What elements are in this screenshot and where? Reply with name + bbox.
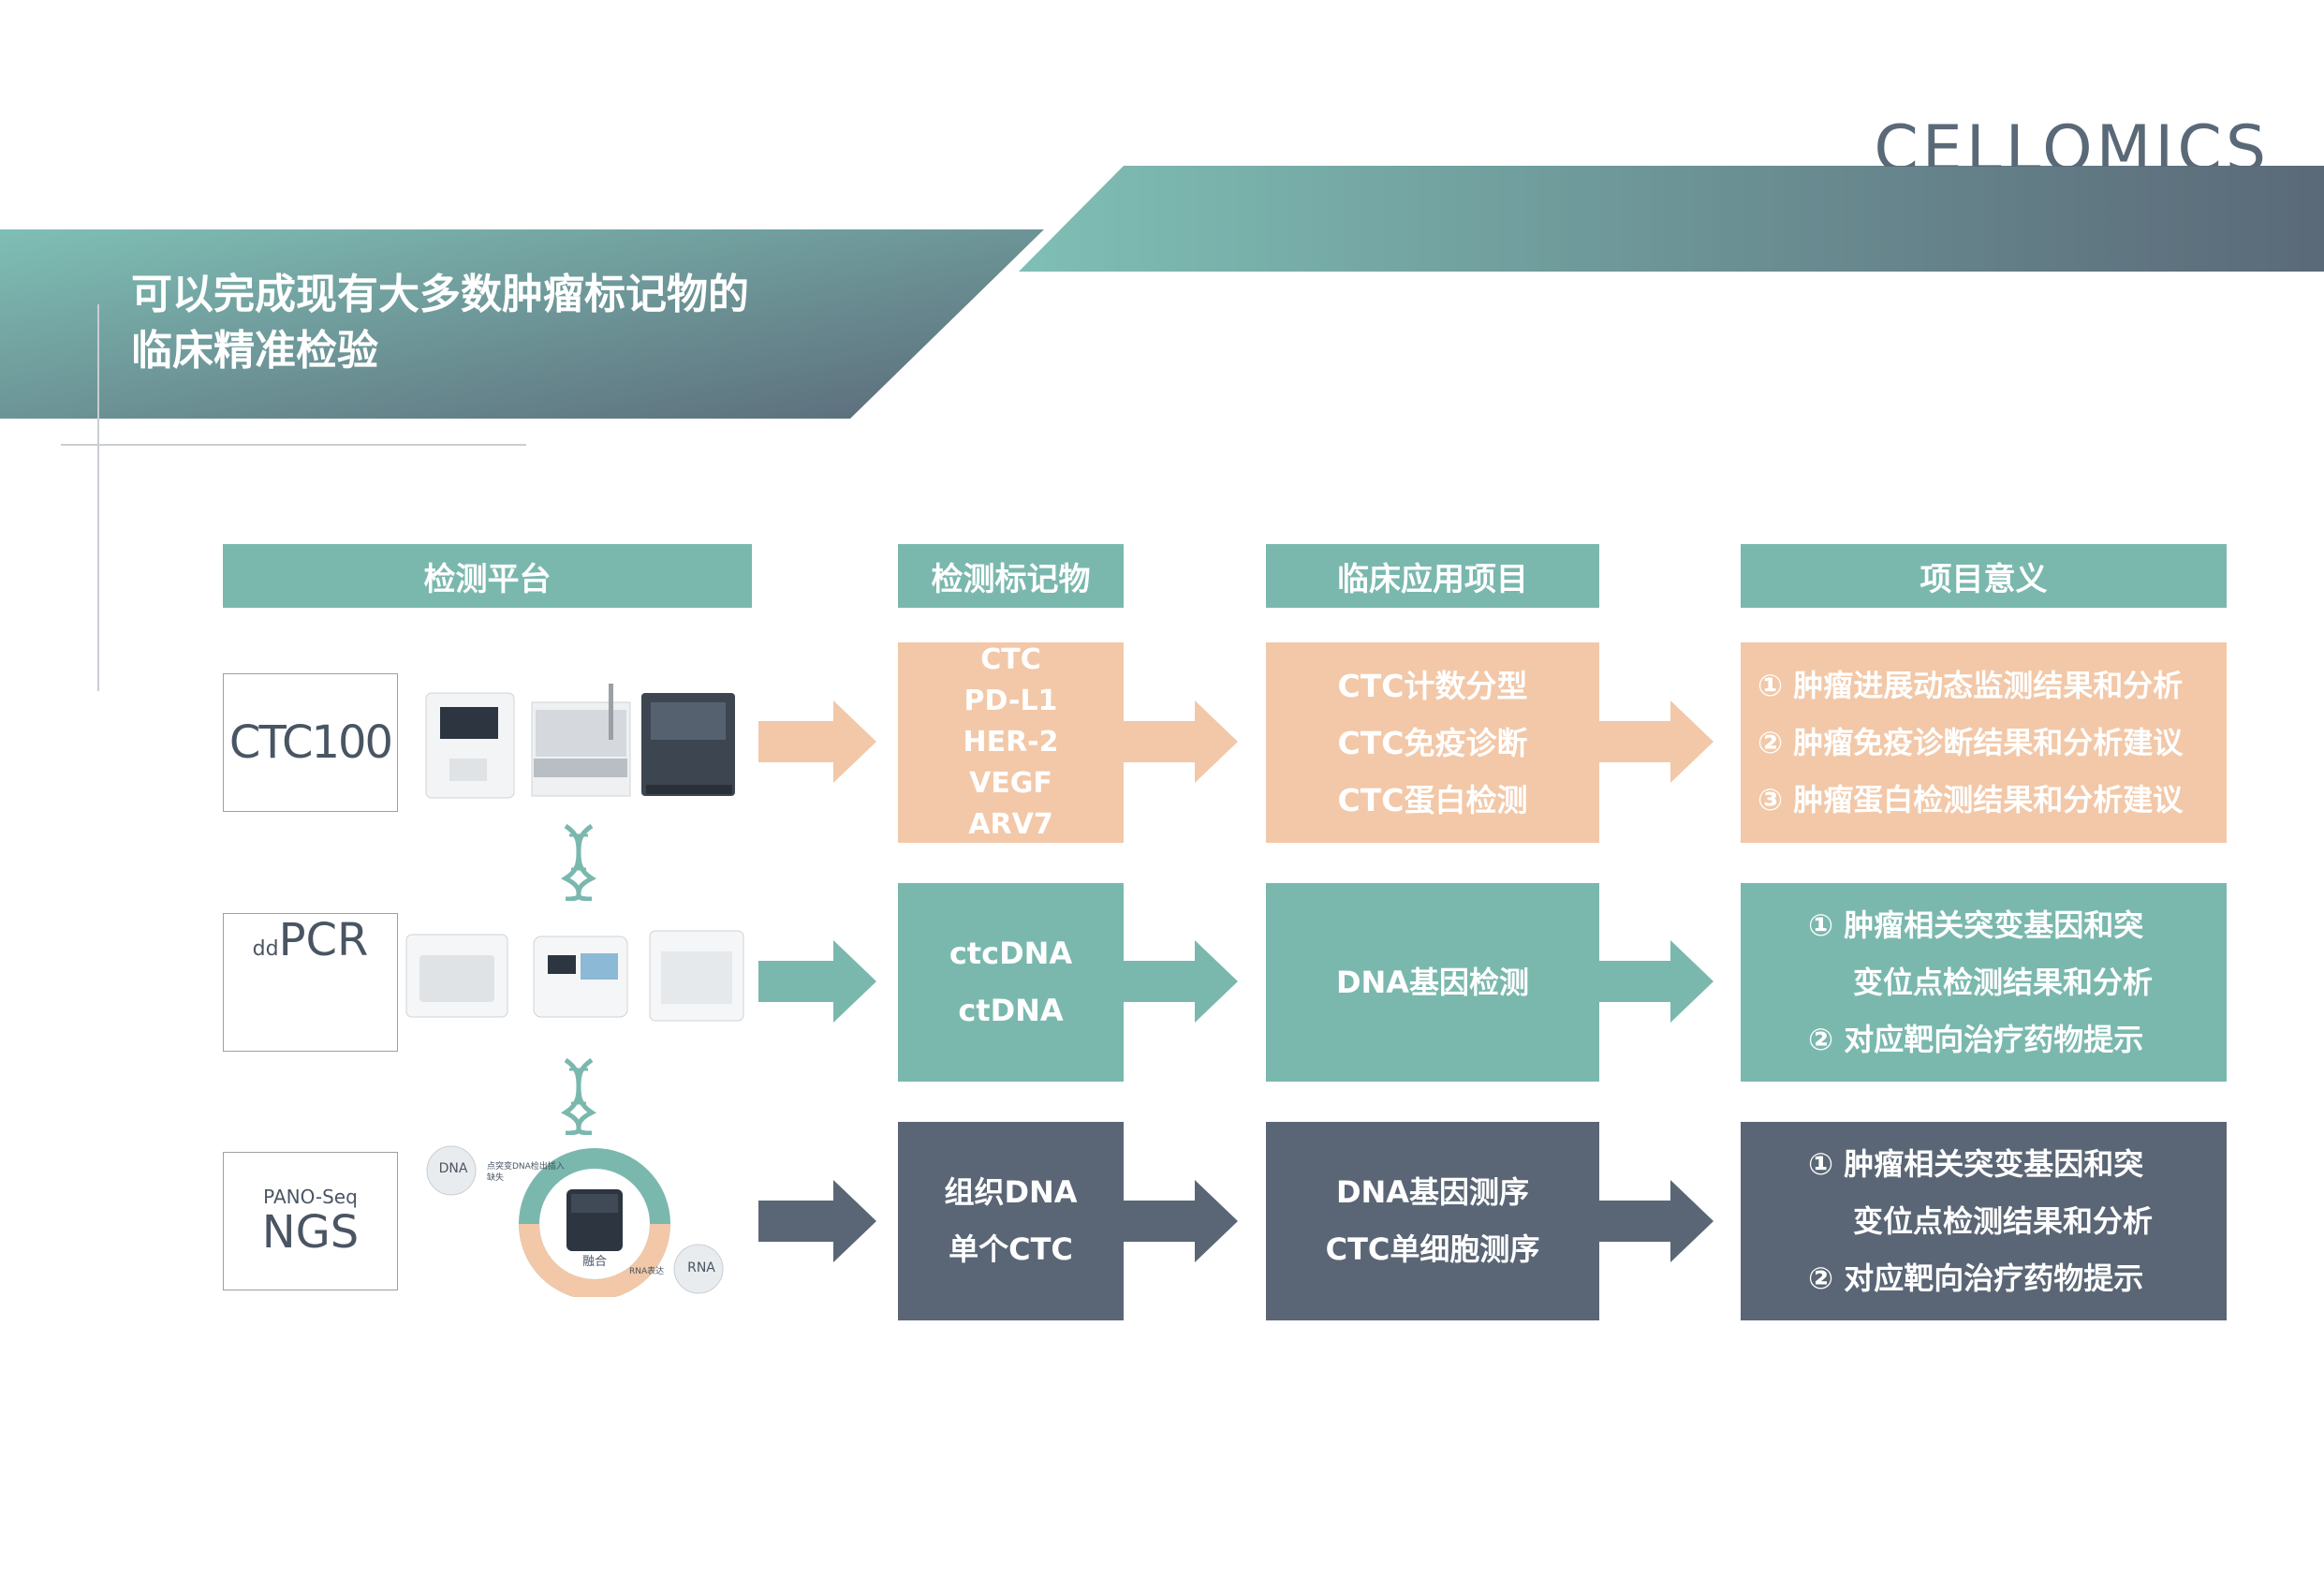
header-significance: 项目意义 [1741,544,2227,608]
marker-single-ctc: 单个CTC [949,1231,1073,1267]
application-box-row2: DNA基因检测 [1266,883,1599,1082]
instrument-5 [533,936,628,1018]
application-dna-test: DNA基因检测 [1335,964,1530,1000]
marker-box-row1: CTC PD-L1 HER-2 VEGF ARV7 [898,642,1124,843]
marker-ctcdna: ctcDNA [949,936,1073,971]
significance-box-row2: ① 肿瘤相关突变基因和突 变位点检测结果和分析 ② 对应靶向治疗药物提示 [1741,883,2227,1082]
header-platform: 检测平台 [223,544,752,608]
significance-row1-2: ② 肿瘤免疫诊断结果和分析建议 [1758,724,2184,760]
header-application: 临床应用项目 [1266,544,1599,608]
instrument-1 [425,692,515,799]
arrow-row3-c [1599,1180,1714,1262]
brand-logo: CELLOMICS [1874,112,2270,167]
arrow-row1-c [1599,700,1714,783]
significance-row2-2: 变位点检测结果和分析 [1853,964,2154,1000]
platform-ddpcr-prefix: dd [252,937,279,961]
platform-ctc100: CTC100 [223,673,398,812]
ngs-merge-label: 融合 [581,1255,607,1269]
dna-helix-icon [560,824,597,901]
significance-row1-3: ③ 肿瘤蛋白检测结果和分析建议 [1758,781,2184,818]
platform-ctc100-label: CTC100 [228,716,393,769]
header-marker: 检测标记物 [898,544,1124,608]
marker-vegf: VEGF [969,767,1052,800]
page-title: 可以完成现有大多数肿瘤标记物的 临床精准检验 [131,267,749,379]
significance-row3-1: ① 肿瘤相关突变基因和突 [1808,1145,2144,1182]
marker-her-2: HER-2 [963,726,1059,759]
rna-node [673,1244,724,1294]
application-ctc-single-cell: CTC单细胞测序 [1325,1231,1540,1267]
significance-row1-1: ① 肿瘤进展动态监测结果和分析 [1758,667,2184,703]
marker-ctdna: ctDNA [958,993,1064,1028]
platform-ngs-label: NGS [261,1206,360,1259]
banner-left-shape [0,229,1044,419]
ddpcr-instruments [405,930,744,1022]
ngs-rna-label: RNA [687,1260,715,1275]
significance-box-row1: ① 肿瘤进展动态监测结果和分析 ② 肿瘤免疫诊断结果和分析建议 ③ 肿瘤蛋白检测… [1741,642,2227,843]
instrument-4 [405,934,508,1018]
instrument-6 [649,930,744,1022]
banner-right-shape [1019,166,2324,272]
significance-row3-3: ② 对应靶向治疗药物提示 [1808,1260,2144,1296]
arrow-row1-b [1124,700,1238,783]
instrument-3 [641,693,735,796]
marker-box-row2: ctcDNA ctDNA [898,883,1124,1082]
ngs-fusion-diagram [426,1145,724,1297]
marker-tissue-dna: 组织DNA [944,1174,1078,1210]
significance-row2-1: ① 肿瘤相关突变基因和突 [1808,906,2144,943]
application-box-row1: CTC计数分型 CTC免疫诊断 CTC蛋白检测 [1266,642,1599,843]
instrument-2 [531,684,631,797]
application-box-row3: DNA基因测序 CTC单细胞测序 [1266,1122,1599,1320]
marker-pd-l1: PD-L1 [963,685,1058,717]
dna-helix-icon [560,1058,597,1135]
page-title-line1: 可以完成现有大多数肿瘤标记物的 [131,271,749,318]
application-ctc-protein: CTC蛋白检测 [1337,781,1528,818]
dna-node [426,1145,477,1196]
page-title-line2: 临床精准检验 [131,327,378,375]
marker-box-row3: 组织DNA 单个CTC [898,1122,1124,1320]
platform-ddpcr-label: PCR [278,914,369,966]
arrow-row3-a [758,1180,876,1262]
platform-ddpcr: dd PCR [223,913,398,1052]
application-dna-seq: DNA基因测序 [1335,1174,1530,1210]
arrow-row1-a [758,700,876,783]
marker-arv7: ARV7 [968,808,1053,841]
significance-row3-2: 变位点检测结果和分析 [1853,1202,2154,1239]
ngs-dna-label: DNA [438,1161,468,1176]
ngs-note-top: 点突变DNA检出插入缺失 [487,1162,565,1183]
arrow-row3-b [1124,1180,1238,1262]
ngs-note-bottom: RNA表达 [629,1267,665,1276]
arrow-row2-a [758,940,876,1023]
application-ctc-immune: CTC免疫诊断 [1337,724,1528,761]
significance-box-row3: ① 肿瘤相关突变基因和突 变位点检测结果和分析 ② 对应靶向治疗药物提示 [1741,1122,2227,1320]
significance-row2-3: ② 对应靶向治疗药物提示 [1808,1021,2144,1057]
arrow-row2-c [1599,940,1714,1023]
application-ctc-count: CTC计数分型 [1337,667,1528,704]
marker-ctc: CTC [980,643,1041,676]
platform-ngs: PANO-Seq NGS [223,1152,398,1290]
platform-ngs-prefix: PANO-Seq [263,1186,358,1208]
arrow-row2-b [1124,940,1238,1023]
ctc100-instruments [425,684,735,799]
